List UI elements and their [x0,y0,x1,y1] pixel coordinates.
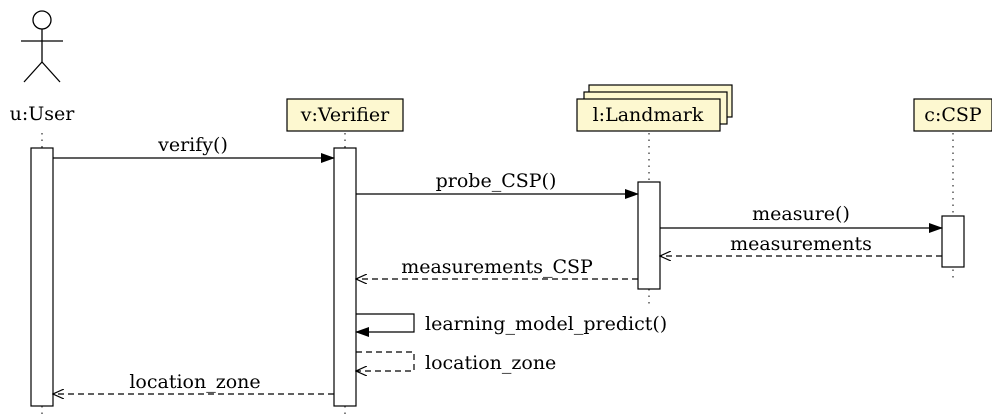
arrow-learning-model-predict [355,313,415,337]
activation-landmark [637,181,661,290]
participant-verifier: v:Verifier [286,98,404,132]
message-label-learning-model-predict: learning_model_predict() [425,313,667,335]
activation-verifier [333,147,357,407]
message-label-verify: verify() [157,134,228,156]
message-location-zone-self: location_zone [356,351,556,374]
message-label-measure: measure() [752,203,850,225]
participant-label-landmark: l:Landmark [593,104,704,126]
message-verify: verify() [53,134,335,163]
participant-label-csp: c:CSP [924,104,982,126]
message-label-location-zone-self: location_zone [425,352,556,374]
message-location-zone: location_zone [53,371,334,394]
message-label-measurements-csp: measurements_CSP [401,256,593,278]
activation-csp [941,215,965,268]
activation-user [30,147,54,407]
message-label-measurements: measurements [730,233,872,255]
participant-label-user: u:User [10,103,76,125]
message-measurements-csp: measurements_CSP [356,256,638,279]
participant-csp: c:CSP [913,98,992,132]
message-label-probe-csp: probe_CSP() [436,170,557,192]
message-measurements: measurements [660,233,942,256]
participant-landmark: l:Landmark [576,84,733,132]
participant-box-verifier [286,98,404,132]
participant-label-verifier: v:Verifier [300,104,390,126]
message-label-location-zone: location_zone [129,371,260,393]
message-probe-csp: probe_CSP() [356,170,639,199]
user-icon [21,10,63,83]
message-learning-model-predict: learning_model_predict() [355,313,667,337]
message-measure: measure() [660,203,943,233]
actor-user: u:User [10,10,76,125]
participant-box-csp [913,98,992,132]
participant-box-landmark [576,98,721,132]
arrow-location-zone-self [356,351,415,371]
